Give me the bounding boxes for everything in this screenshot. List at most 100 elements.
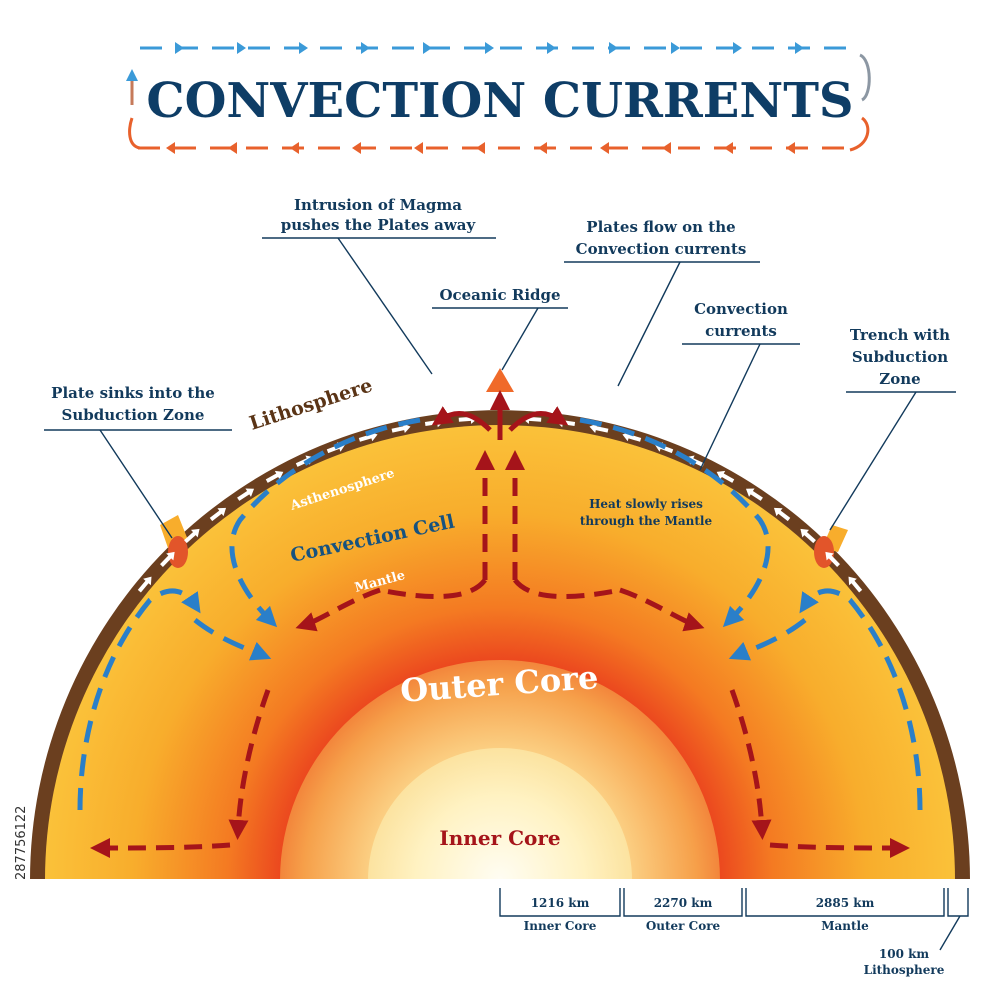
page-title: CONVECTION CURRENTS: [146, 73, 853, 129]
oceanic-ridge-mark: [486, 368, 514, 392]
callout-convection-currents: Convection currents: [682, 300, 800, 471]
title-frame-arrowhead: [414, 142, 423, 154]
title-frame-arrowhead: [786, 142, 795, 154]
inner-core-label: Inner Core: [439, 826, 560, 850]
hot-descending-left: [228, 689, 271, 840]
scale-inner-core-value: 1216 km: [531, 896, 590, 910]
title-frame-arrowhead: [352, 142, 361, 154]
trench-line3: Zone: [879, 370, 920, 388]
title-frame-arrowhead: [795, 42, 804, 54]
plate-arrow: [137, 576, 152, 593]
title-frame-arrowhead: [671, 42, 680, 54]
intrusion-line2: pushes the Plates away: [281, 216, 477, 234]
hot-inner-left-top: [295, 587, 381, 632]
cold-left-mid: [193, 618, 272, 661]
title-frame-arrowhead: [299, 42, 308, 54]
plate-arrow: [391, 423, 411, 434]
hot-bottom-right: [769, 837, 910, 858]
title-frame-arrowhead: [600, 142, 609, 154]
title-frame-left-bottom: [128, 117, 141, 150]
intrusion-line1: Intrusion of Magma: [294, 196, 462, 214]
title-frame-right-top: [859, 53, 871, 102]
scale-outer-core-bracket: [623, 888, 743, 917]
plate-arrow: [160, 551, 175, 567]
title-frame-bottom-heads: [166, 142, 795, 154]
scale-outer-core-name: Outer Core: [646, 919, 721, 933]
oceanic-ridge-label: Oceanic Ridge: [439, 286, 560, 304]
scale-bar: 1216 km Inner Core 2270 km Outer Core 28…: [499, 888, 969, 977]
callout-trench: Trench with Subduction Zone: [829, 326, 956, 531]
title-frame-arrowhead: [547, 42, 556, 54]
plate-arrow: [716, 470, 735, 483]
callout-plate-sinks: Plate sinks into the Subduction Zone: [44, 384, 232, 539]
ridge-split-right: [508, 406, 569, 432]
trench-line2: Subduction: [852, 348, 948, 366]
plate-arrow: [589, 423, 609, 434]
title-frame: [126, 42, 871, 154]
title-frame-top-heads: [175, 42, 804, 54]
hot-feed-right: [513, 578, 621, 599]
scale-mantle-bracket: [745, 888, 945, 917]
lithosphere-label: Lithosphere: [247, 374, 375, 434]
scale-mantle-value: 2885 km: [816, 896, 875, 910]
title-frame-arrowhead: [290, 142, 299, 154]
title-frame-arrowhead: [423, 42, 432, 54]
scale-lithosphere-value: 100 km: [879, 947, 930, 961]
title-frame-arrowhead: [476, 142, 485, 154]
heat-rises-line1: Heat slowly rises: [589, 497, 703, 511]
cold-rising-outer-left: [77, 588, 201, 811]
plate-arrow: [237, 488, 255, 501]
hot-feed-left: [379, 578, 487, 599]
ridge-split-left: [431, 406, 492, 432]
plate-sinks-line1: Plate sinks into the: [51, 384, 215, 402]
title-frame-arrowhead: [609, 42, 618, 54]
earth-cross-section: [0, 368, 1000, 881]
scale-outer-core-value: 2270 km: [654, 896, 713, 910]
plate-arrow: [800, 528, 816, 544]
hot-bottom-left: [90, 837, 231, 858]
title-frame-arrowhead: [724, 142, 733, 154]
plate-arrow: [184, 528, 200, 544]
plate-arrow: [773, 507, 791, 522]
cold-descending-inner-right: [579, 417, 771, 628]
plates-flow-line2: Convection currents: [576, 240, 747, 258]
cold-right-mid: [728, 618, 807, 661]
plate-arrow: [745, 488, 763, 501]
title-frame-arrowhead: [228, 142, 237, 154]
plate-arrow: [825, 551, 840, 567]
plates-flow-line1: Plates flow on the: [586, 218, 735, 236]
scale-inner-core-name: Inner Core: [524, 919, 597, 933]
stock-id: 287756122: [14, 806, 29, 880]
title-frame-arrowhead: [237, 42, 246, 54]
mantle-layer: [45, 425, 955, 880]
heat-rises-line2: through the Mantle: [580, 514, 713, 528]
plate-arrow: [209, 507, 227, 522]
plate-arrow: [265, 470, 284, 483]
title-frame-arrowhead: [662, 142, 671, 154]
convection-arrows: [77, 390, 923, 858]
scale-mantle-name: Mantle: [821, 919, 869, 933]
cold-rising-outer-right: [799, 588, 923, 811]
convection-currents-line1: Convection: [694, 300, 788, 318]
trench-line1: Trench with: [850, 326, 950, 344]
hot-descending-right: [729, 689, 772, 840]
right-subduction-magma: [814, 536, 834, 568]
scale-lithosphere-name: Lithosphere: [864, 963, 945, 977]
title-frame-right-bottom: [849, 116, 870, 152]
scale-lithosphere-bracket: [947, 888, 969, 917]
scale-inner-core-bracket: [499, 888, 621, 917]
title-frame-arrowhead: [733, 42, 742, 54]
title-frame-arrowhead: [485, 42, 494, 54]
convection-currents-line2: currents: [705, 322, 777, 340]
inner-core-layer: [368, 748, 632, 880]
title-frame-arrowhead: [166, 142, 175, 154]
plate-arrow: [848, 576, 863, 593]
callout-oceanic-ridge: Oceanic Ridge: [432, 286, 568, 371]
cold-descending-inner-left: [229, 417, 421, 628]
callout-intrusion: Intrusion of Magma pushes the Plates awa…: [262, 196, 496, 375]
title-frame-arrowhead: [361, 42, 370, 54]
title-frame-arrowhead: [538, 142, 547, 154]
callout-plates-flow: Plates flow on the Convection currents: [564, 218, 760, 387]
title-frame-arrowhead: [175, 42, 184, 54]
